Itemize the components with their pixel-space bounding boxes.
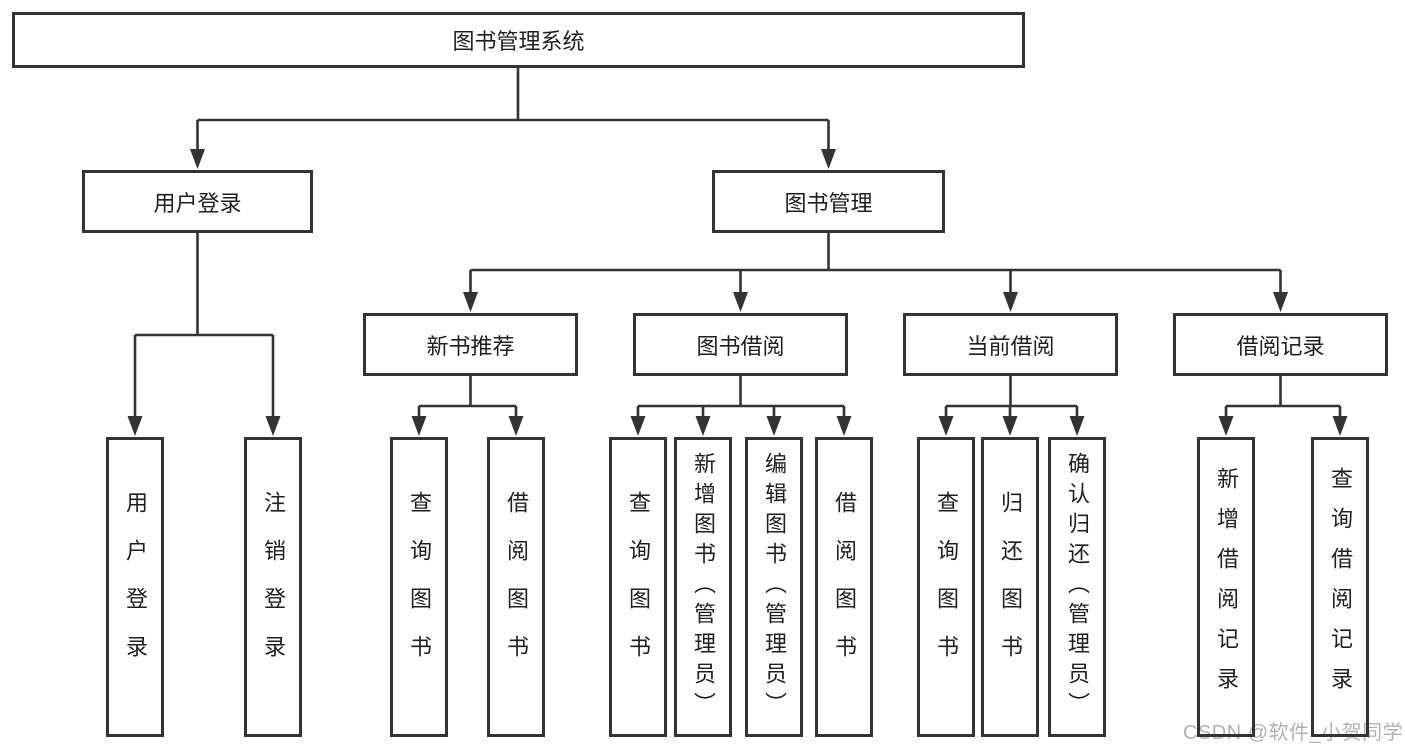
node-book-borrow: 图书借阅 bbox=[633, 313, 848, 376]
node-book-management-module: 图书管理 bbox=[712, 170, 945, 233]
node-new-book-recommend: 新书推荐 bbox=[363, 313, 578, 376]
leaf-return-books: 归还图书 bbox=[981, 437, 1039, 737]
leaf-edit-books-admin: 编辑图书（管理员） bbox=[745, 437, 803, 737]
node-current-borrow: 当前借阅 bbox=[903, 313, 1118, 376]
leaf-confirm-return-admin: 确认归还（管理员） bbox=[1048, 437, 1106, 737]
arrowheads bbox=[127, 149, 1348, 436]
leaf-query-books-current: 查询图书 bbox=[917, 437, 975, 737]
leaf-borrow-books: 借阅图书 bbox=[815, 437, 873, 737]
leaf-user-login: 用户登录 bbox=[106, 437, 164, 737]
leaf-add-books-admin: 新增图书（管理员） bbox=[674, 437, 732, 737]
node-borrow-records: 借阅记录 bbox=[1173, 313, 1388, 376]
leaf-add-borrow-record: 新增借阅记录 bbox=[1197, 437, 1255, 737]
leaf-borrow-books-recommend: 借阅图书 bbox=[487, 437, 545, 737]
node-user-login-module: 用户登录 bbox=[82, 170, 313, 233]
leaf-query-borrow-record: 查询借阅记录 bbox=[1311, 437, 1369, 737]
leaf-logout: 注销登录 bbox=[244, 437, 302, 737]
node-root-system: 图书管理系统 bbox=[12, 12, 1025, 68]
leaf-query-books-borrow: 查询图书 bbox=[609, 437, 667, 737]
leaf-query-books-recommend: 查询图书 bbox=[390, 437, 448, 737]
csdn-watermark: CSDN @软件_小贺同学 bbox=[1183, 722, 1404, 744]
